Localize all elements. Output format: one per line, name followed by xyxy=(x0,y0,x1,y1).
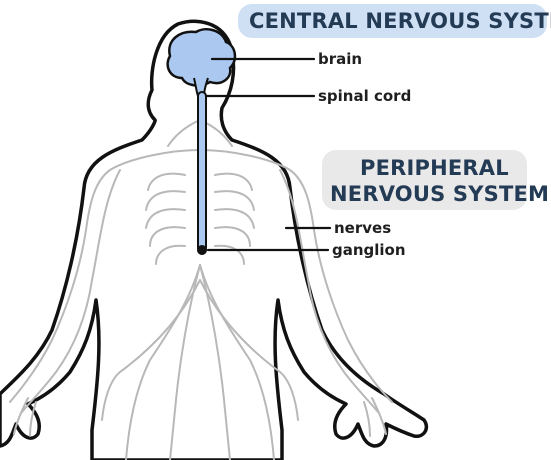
ganglion-dot xyxy=(197,245,207,255)
spinal-cord-shape xyxy=(198,92,206,252)
brain-shape xyxy=(168,29,235,85)
ganglion-label: ganglion xyxy=(332,241,406,259)
spinal-cord-label: spinal cord xyxy=(318,87,411,105)
brain-label: brain xyxy=(318,50,362,68)
nerves-label: nerves xyxy=(334,219,391,237)
cns-header: CENTRAL NERVOUS SYSTEM xyxy=(249,9,551,33)
pns-header-line1: PERIPHERAL xyxy=(360,156,509,180)
pns-header-line2: NERVOUS SYSTEM xyxy=(330,182,549,206)
